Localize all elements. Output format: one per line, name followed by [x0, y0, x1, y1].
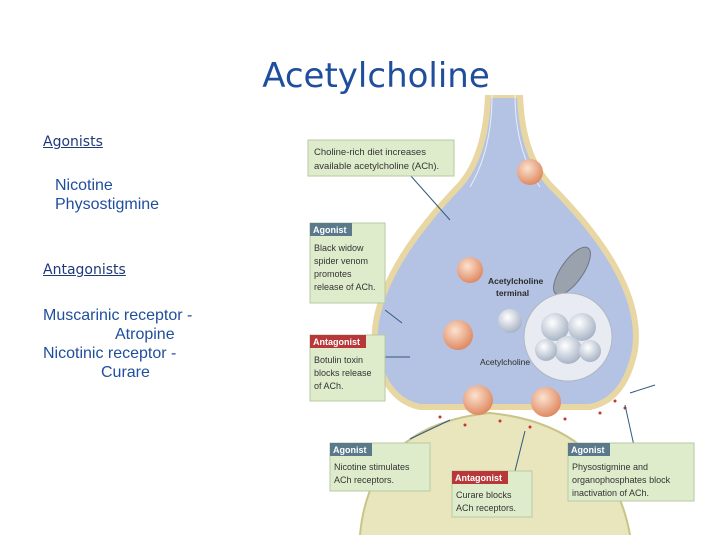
antagonist-receptor: Muscarinic receptor -: [43, 307, 193, 324]
antagonist-box-botulin-line: Botulin toxin: [314, 355, 363, 365]
antagonist-tag: Antagonist: [313, 337, 360, 347]
agonist-list: Nicotine Physostigmine: [55, 176, 159, 214]
terminal-label: terminal: [496, 288, 529, 298]
antagonist-drug: Curare: [101, 364, 150, 381]
terminal-label: Acetylcholine: [488, 276, 544, 286]
agonist-box-physostigmine-line: Physostigmine and: [572, 462, 648, 472]
antagonist-box-curare-line: ACh receptors.: [456, 503, 516, 513]
agonist-tag: Agonist: [333, 445, 367, 455]
vesicle: [517, 159, 543, 185]
note-diet-line-1: Choline-rich diet increases: [314, 147, 426, 158]
note-diet-line-2: available acetylcholine (ACh).: [314, 161, 439, 172]
agonist-item: Physostigmine: [55, 196, 160, 213]
antagonist-tag: Antagonist: [455, 473, 502, 483]
agonists-heading: Agonists: [43, 134, 103, 150]
agonist-box-venom-line: Black widow: [314, 243, 364, 253]
synapse-diagram: Choline-rich diet increases available ac…: [307, 95, 695, 535]
vesicle: [443, 320, 473, 350]
antagonists-heading: Antagonists: [43, 262, 126, 278]
mitochondrion: [553, 246, 591, 296]
antagonist-drug: Atropine: [115, 326, 175, 343]
note-diet: [307, 139, 455, 177]
slide-title: Acetylcholine: [262, 56, 490, 96]
antagonist-receptor: Nicotinic receptor -: [43, 345, 177, 362]
agonist-box-nicotine-line: ACh receptors.: [334, 475, 394, 485]
vesicle: [463, 385, 493, 415]
agonist-tag: Agonist: [571, 445, 605, 455]
agonist-box-physostigmine-line: inactivation of ACh.: [572, 488, 649, 498]
vesicle: [457, 257, 483, 283]
agonist-tag: Agonist: [313, 225, 347, 235]
antagonist-box-botulin-line: of ACh.: [314, 381, 344, 391]
agonist-item: Nicotine: [55, 177, 113, 194]
acetylcholine-label: Acetylcholine: [480, 357, 530, 367]
vesicle: [498, 309, 522, 333]
agonist-box-venom: [309, 222, 386, 304]
agonist-box-physostigmine-line: organophosphates block: [572, 475, 671, 485]
agonist-box-nicotine-line: Nicotine stimulates: [334, 462, 410, 472]
antagonist-list: Muscarinic receptor - Atropine Nicotinic…: [43, 306, 192, 382]
vesicle: [531, 387, 561, 417]
antagonist-box-curare-line: Curare blocks: [456, 490, 512, 500]
agonist-box-venom-line: promotes: [314, 269, 352, 279]
agonist-box-venom-line: spider venom: [314, 256, 368, 266]
agonist-box-venom-line: release of ACh.: [314, 282, 376, 292]
antagonist-box-botulin-line: blocks release: [314, 368, 372, 378]
